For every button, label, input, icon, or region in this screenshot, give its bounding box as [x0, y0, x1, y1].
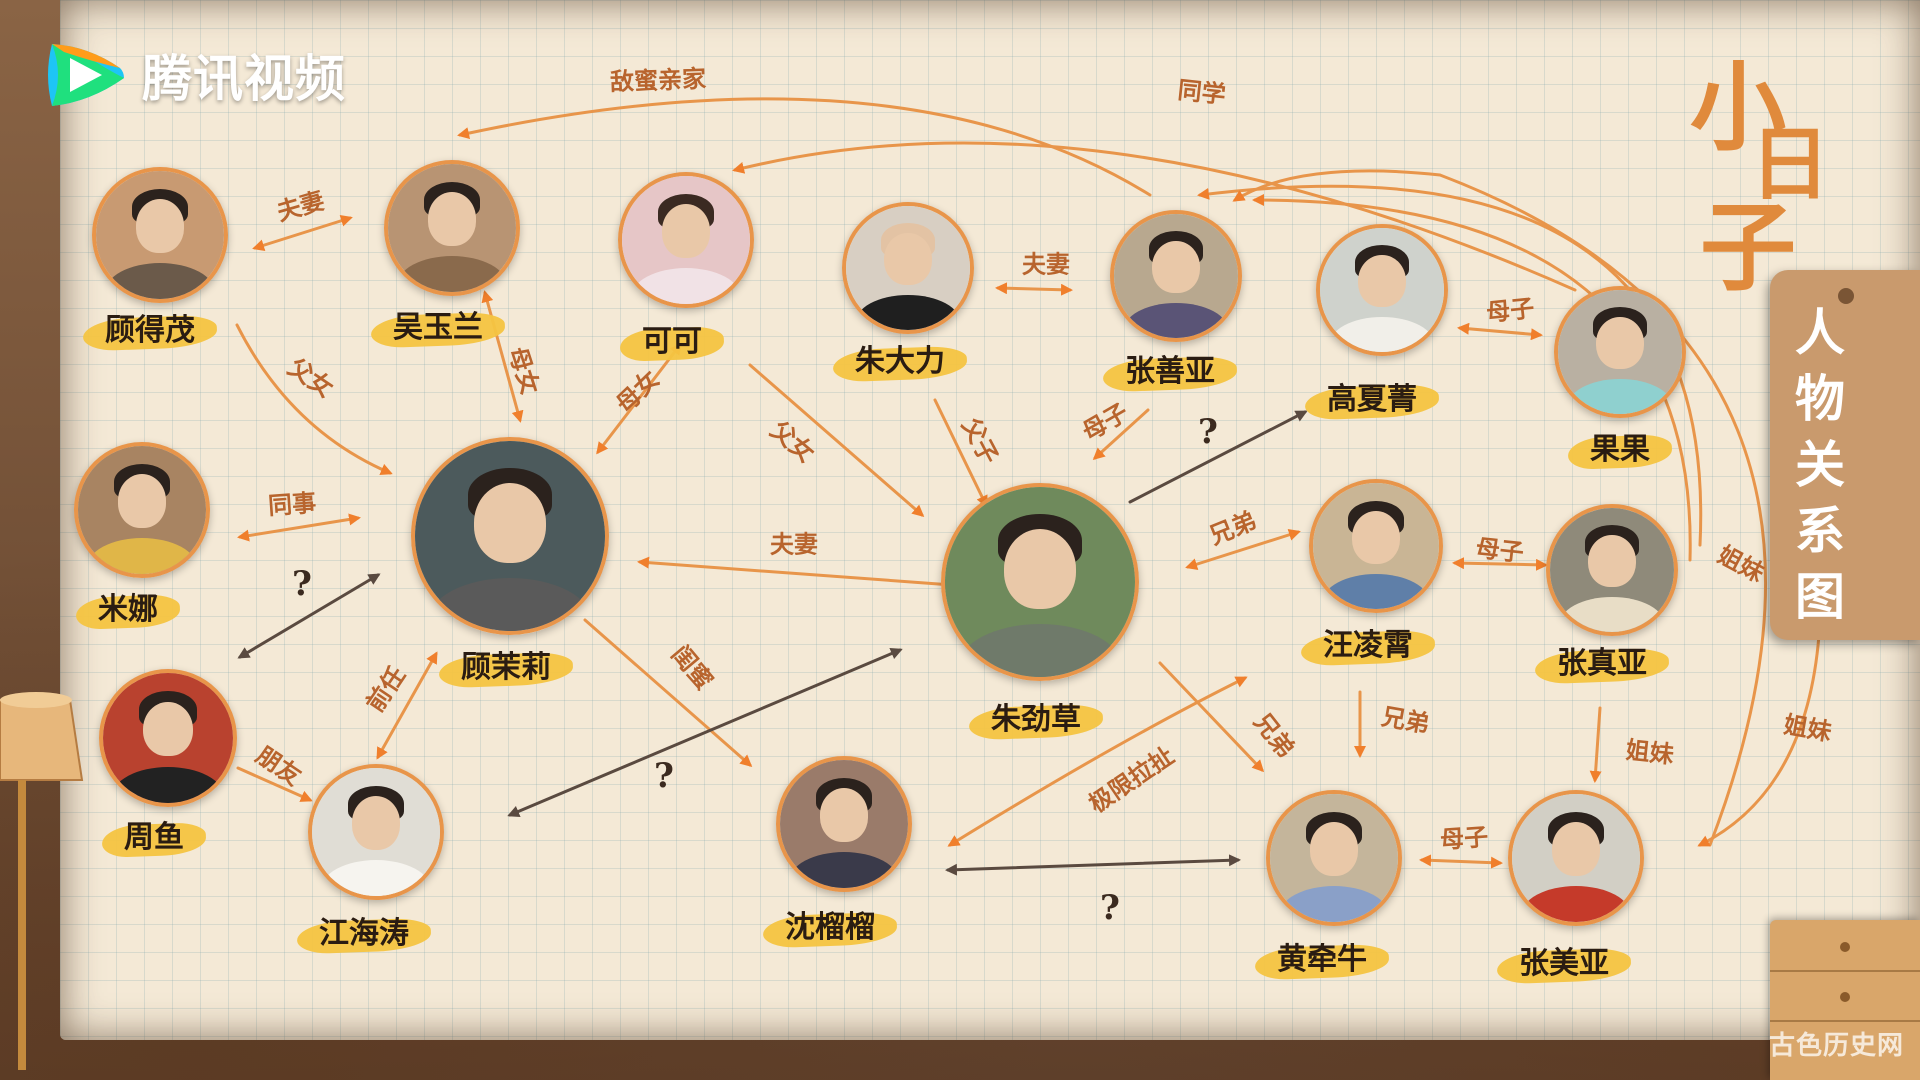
person-name: 张善亚 [1102, 350, 1238, 394]
avatar [842, 202, 974, 334]
avatar [92, 167, 228, 303]
person-name: 吴玉兰 [370, 306, 506, 350]
person-name: 顾茉莉 [438, 646, 574, 690]
person-name: 汪凌霄 [1300, 624, 1436, 668]
avatar [941, 483, 1139, 681]
avatar [74, 442, 210, 578]
person-name: 江海涛 [296, 912, 432, 956]
relation-label: 敌蜜亲家 [609, 63, 707, 97]
relation-label: 同学 [1176, 75, 1228, 109]
person-name: 张美亚 [1496, 942, 1632, 986]
chart-tag: 人物关系图 [1770, 270, 1920, 640]
unknown-relation-mark: ? [654, 756, 674, 796]
avatar [1266, 790, 1402, 926]
avatar [411, 437, 609, 635]
unknown-relation-mark: ? [292, 564, 312, 604]
logo-text: 腾讯视频 [142, 50, 346, 108]
avatar [1546, 504, 1678, 636]
relation-label: 母子 [1474, 533, 1526, 567]
person-name: 黄牵牛 [1254, 938, 1390, 982]
avatar [99, 669, 237, 807]
avatar [384, 160, 520, 296]
relation-label: 姐妹 [1624, 735, 1676, 769]
person-name: 可可 [619, 320, 725, 364]
person-name: 沈榴榴 [762, 906, 898, 950]
tag-text: 人物关系图 [1795, 303, 1845, 626]
avatar [308, 764, 444, 900]
drawer-decoration [1770, 920, 1920, 1080]
avatar [618, 172, 754, 308]
tencent-video-logo: 腾讯视频 [44, 38, 346, 112]
person-name: 米娜 [75, 588, 181, 632]
person-name: 高夏菁 [1304, 378, 1440, 422]
relation-label: 母子 [1439, 821, 1490, 855]
person-name: 朱劲草 [968, 698, 1104, 742]
avatar [1554, 286, 1686, 418]
person-name: 顾得茂 [82, 309, 218, 353]
relation-label: 夫妻 [770, 529, 818, 559]
avatar [1110, 210, 1242, 342]
unknown-relation-mark: ? [1100, 888, 1120, 928]
avatar [1309, 479, 1443, 613]
title-char-1: 小 [1690, 51, 1786, 164]
person-name: 果果 [1567, 428, 1673, 472]
play-logo-icon [44, 38, 128, 112]
relation-label: 同事 [267, 487, 318, 521]
relation-label: 夫妻 [1022, 249, 1070, 279]
avatar [776, 756, 912, 892]
person-name: 周鱼 [101, 816, 207, 860]
watermark: 古色历史网 [1768, 1031, 1904, 1061]
avatar [1316, 224, 1448, 356]
relation-label: 母子 [1484, 293, 1536, 327]
drama-title: 小 日 子 [1680, 30, 1870, 304]
person-name: 张真亚 [1534, 642, 1670, 686]
unknown-relation-mark: ? [1198, 412, 1218, 452]
avatar [1508, 790, 1644, 926]
person-name: 朱大力 [832, 340, 968, 384]
title-char-2: 日 [1750, 117, 1830, 211]
lamp-decoration [0, 670, 90, 1080]
tag-hole [1838, 288, 1854, 304]
